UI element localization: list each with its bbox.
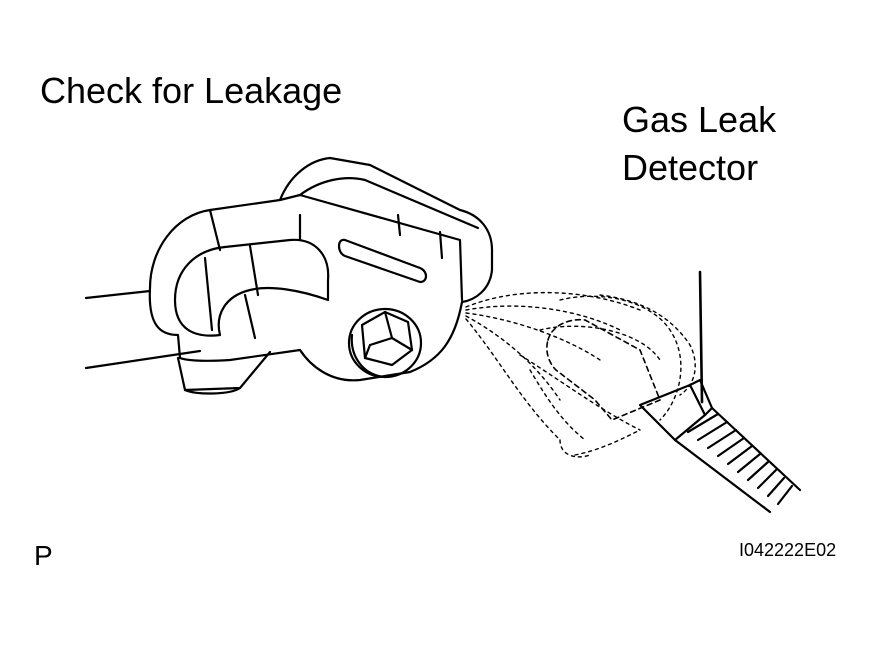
callout-leader-line [698,270,704,404]
refrigerant-pipe [84,289,202,370]
detector-callout: Gas Leak Detector [622,96,776,192]
figure-code: I042222E02 [739,540,837,560]
fitting-bolt [347,307,423,379]
detector-callout-line2: Detector [622,147,759,188]
corner-mark: P [34,540,53,571]
pipe-fitting-block [148,156,494,395]
diagram-title: Check for Leakage [40,70,343,111]
detector-callout-line1: Gas Leak [622,99,777,140]
gas-spray [465,291,696,458]
gas-leak-detector-probe [546,318,802,514]
